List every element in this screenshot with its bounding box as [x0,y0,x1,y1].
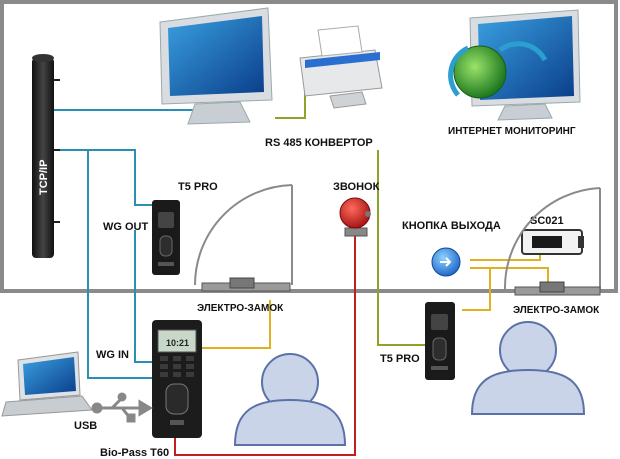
person-icon [233,353,347,446]
right-electro-lock [514,281,601,296]
zvonok-label: ЗВОНОК [333,181,380,193]
t5-pro-bottom-label: T5 PRO [380,353,420,365]
tcp-ip-label: TCP/IP [38,160,50,195]
sc021-controller [521,229,584,255]
right-door [503,187,601,291]
usb-icon [91,392,153,423]
right-lock-label: ЭЛЕКТРО-ЗАМОК [513,305,600,316]
wg-in-label: WG IN [96,349,129,361]
bell-icon [339,197,371,237]
monitor-icon [159,7,273,125]
globe-monitor-icon [448,9,581,121]
biopass-label: Bio-Pass T60 [100,447,169,459]
exit-button-icon [431,247,461,277]
wg-out-label: WG OUT [103,221,148,233]
t5-pro-top-label: T5 PRO [178,181,218,193]
usb-label: USB [74,420,97,432]
t5-pro-top-reader [152,200,180,275]
person-icon-right [470,321,586,415]
sc021-label: SC021 [530,215,564,227]
laptop-icon [1,351,93,417]
signal-lines [200,248,549,349]
biopass-t60-terminal: 10:21 [152,320,202,438]
building-wall [0,0,618,293]
rs485-label: RS 485 КОНВЕРТОР [265,137,373,149]
t5-pro-bottom-reader [425,302,455,380]
internet-monitoring-label: ИНТЕРНЕТ МОНИТОРИНГ [448,126,576,137]
exit-button-label: КНОПКА ВЫХОДА [402,220,501,232]
device-screen-time: 10:21 [166,338,189,348]
left-lock-label: ЭЛЕКТРО-ЗАМОК [197,303,284,314]
tcp-ip-backbone: TCP/IP [32,54,60,258]
printer-icon [299,25,383,109]
bell-line [174,235,356,456]
left-electro-lock [201,277,291,292]
wiegand-lines [134,230,152,363]
left-door [194,184,293,286]
